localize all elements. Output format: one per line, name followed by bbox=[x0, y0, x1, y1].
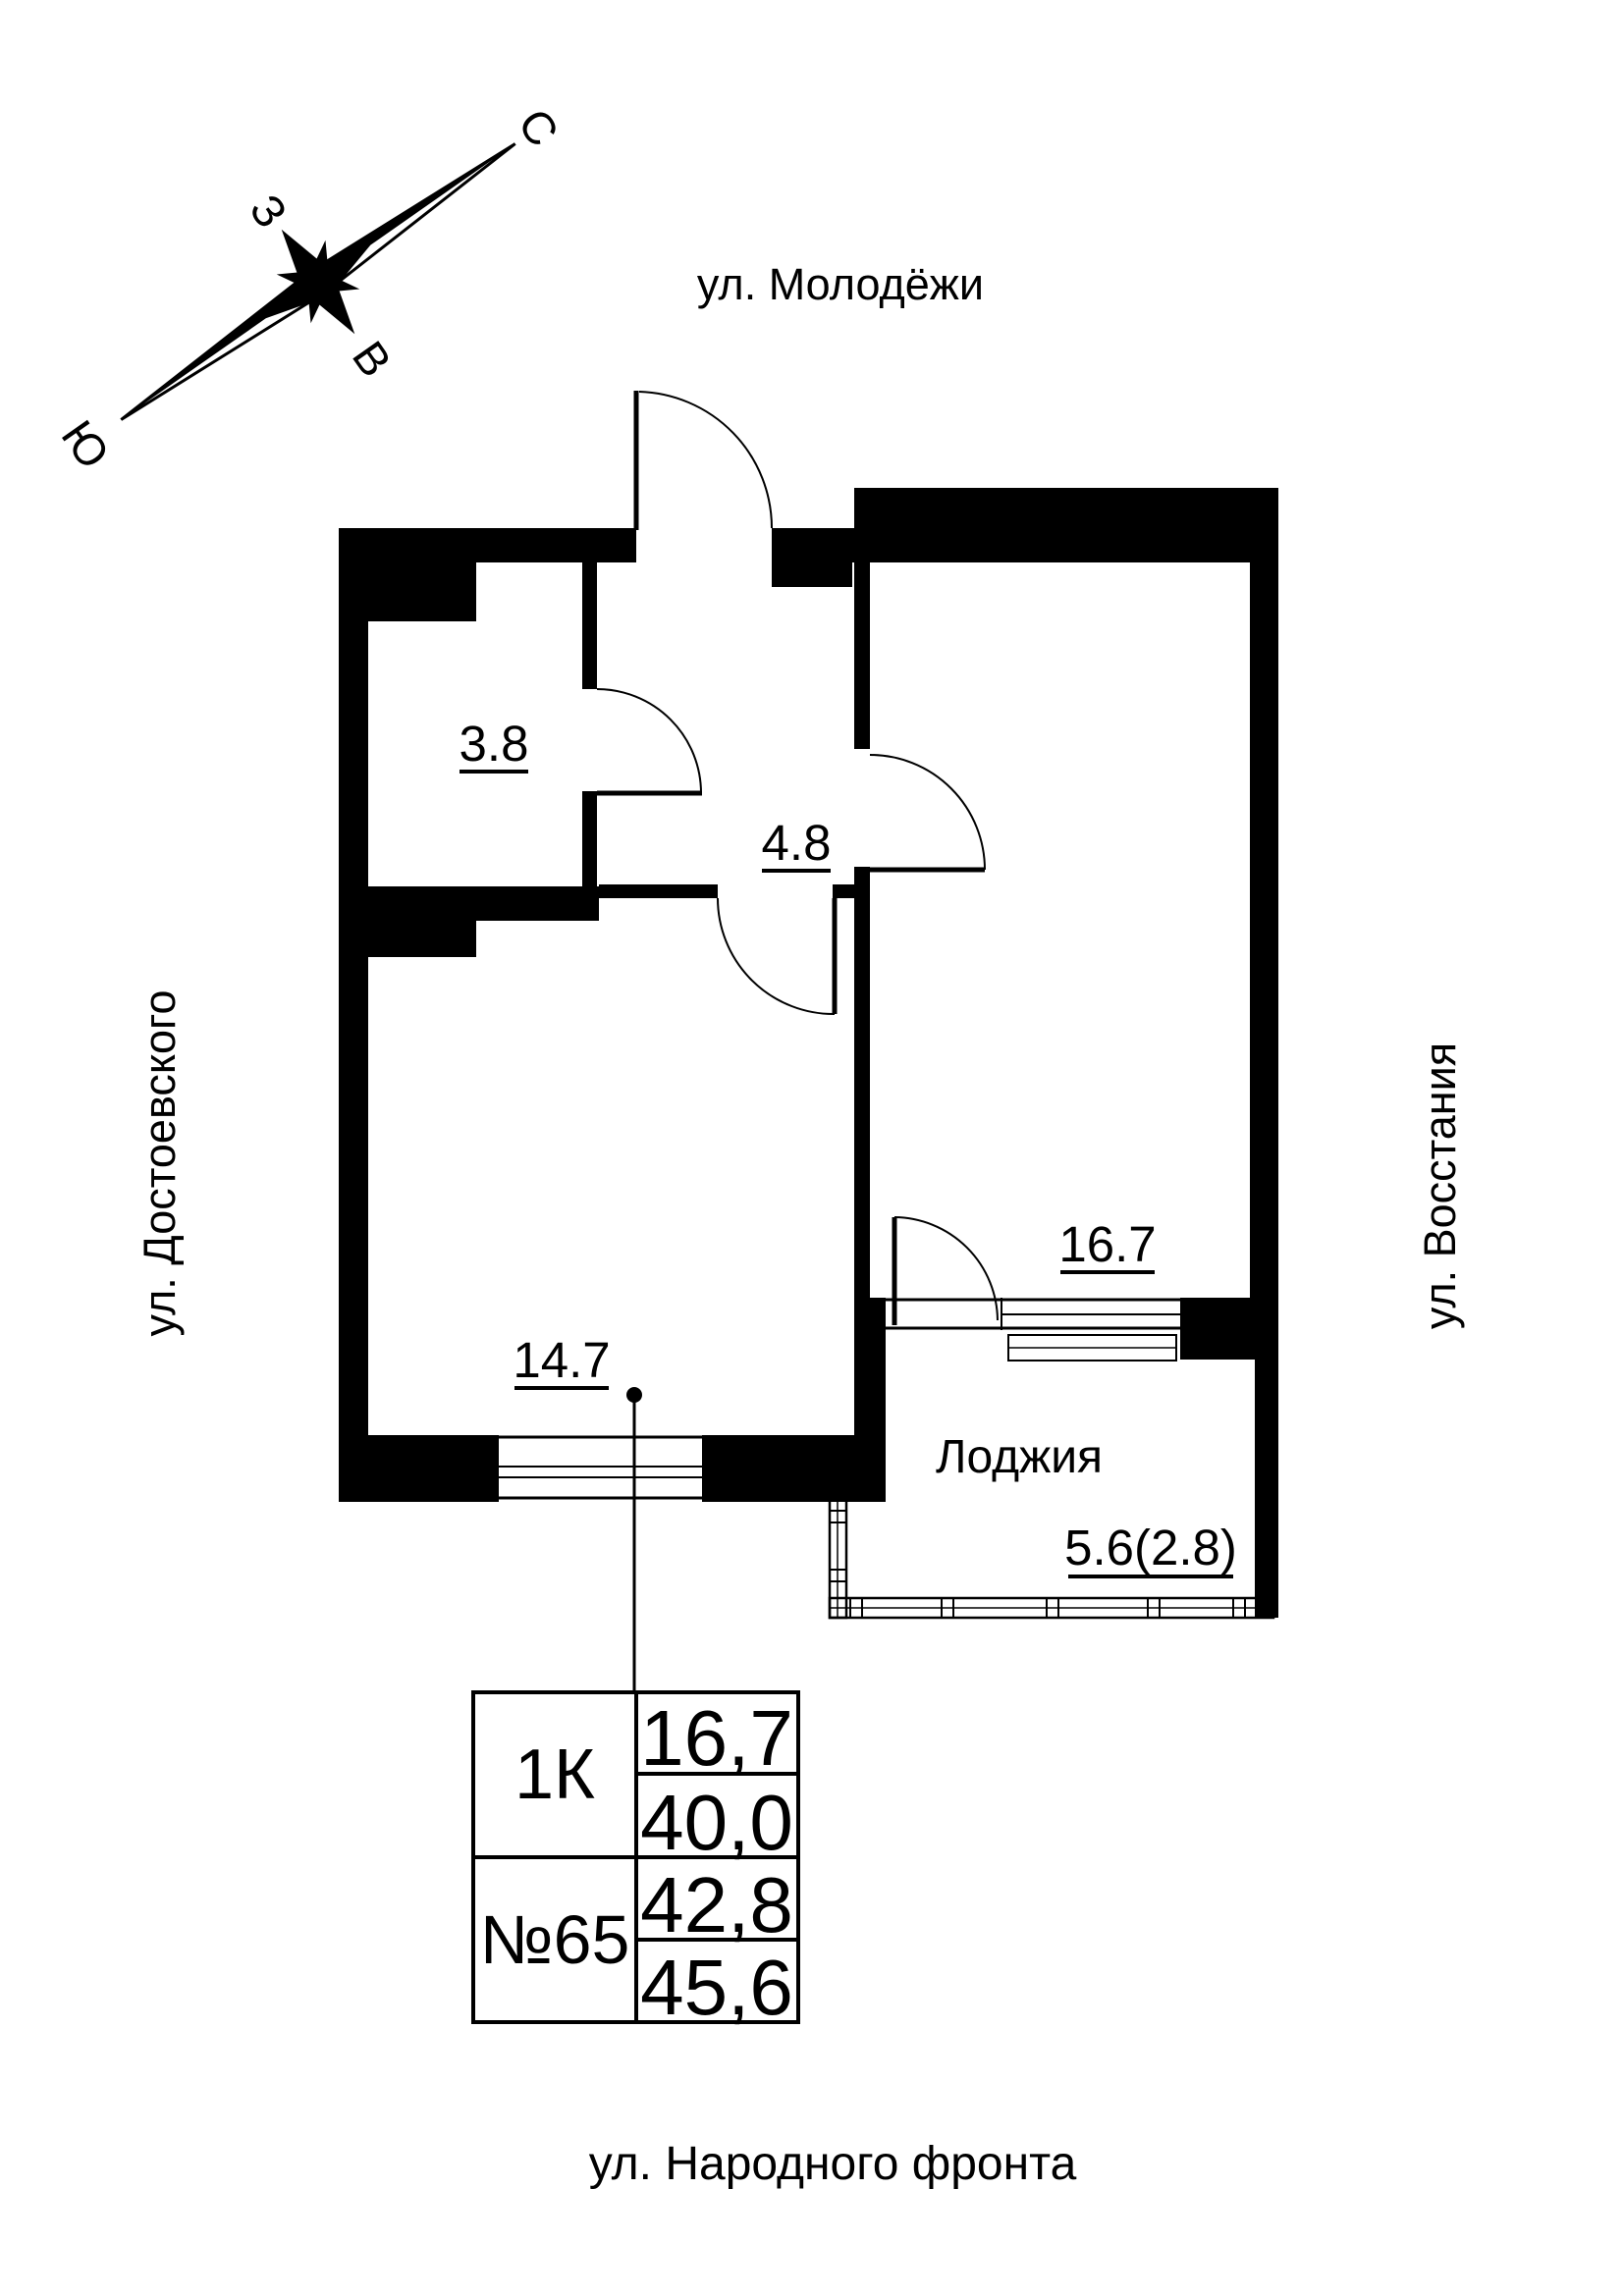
window-living bbox=[499, 1435, 702, 1500]
wall-hall-bottom bbox=[599, 884, 718, 898]
pier-loggia-left bbox=[854, 1298, 886, 1502]
loggia-glazing-bottom bbox=[828, 1596, 1275, 1620]
leader-line bbox=[626, 1387, 642, 1692]
area-row2-cell: 40,0 bbox=[640, 1779, 793, 1866]
wall-bottom-left-corner bbox=[339, 1435, 499, 1502]
bathroom-area-label: 3.8 bbox=[460, 716, 529, 772]
room-labels: 3.8 4.8 14.7 16.7 Лоджия 5.6(2.8) bbox=[460, 716, 1237, 1578]
window-bedroom bbox=[884, 1298, 1180, 1362]
wall-bathroom-bottom bbox=[368, 886, 599, 921]
living-area-label: 14.7 bbox=[513, 1332, 610, 1388]
compass-label-west: З bbox=[240, 186, 298, 238]
doors bbox=[596, 391, 999, 1325]
wall-vestibule-right bbox=[854, 562, 870, 749]
bedroom-area-label: 16.7 bbox=[1058, 1216, 1156, 1272]
compass-label-east: В bbox=[343, 332, 402, 386]
wall-bathroom-lower bbox=[582, 791, 597, 898]
flat-type-cell: 1К bbox=[514, 1735, 595, 1814]
wall-under-window-right bbox=[1180, 1298, 1278, 1360]
hall-area-label: 4.8 bbox=[762, 815, 832, 871]
wall-bathroom-upper bbox=[582, 562, 597, 689]
balcony-door bbox=[892, 1216, 999, 1325]
windows bbox=[499, 1298, 1275, 1620]
walls bbox=[339, 488, 1278, 1618]
wall-top-right bbox=[854, 488, 1278, 562]
street-label-bottom: ул. Народного фронта bbox=[589, 2138, 1077, 2190]
area-row4-cell: 45,6 bbox=[640, 1944, 793, 2031]
pier-top-left bbox=[339, 528, 476, 621]
info-table: 1К №65 16,7 40,0 42,8 45,6 bbox=[471, 1690, 800, 2031]
street-label-right: ул. Восстания bbox=[1415, 1042, 1465, 1329]
living-room-door bbox=[717, 897, 838, 1016]
entry-door bbox=[633, 391, 773, 530]
wall-loggia-right bbox=[1255, 1360, 1278, 1618]
compass-label-north: С bbox=[509, 99, 569, 155]
street-label-top: ул. Молодёжи bbox=[697, 259, 984, 309]
compass-rose: С Ю З В bbox=[52, 99, 569, 478]
area-row3-cell: 42,8 bbox=[640, 1861, 793, 1949]
flat-number-cell: №65 bbox=[480, 1901, 630, 1978]
bathroom-door bbox=[596, 688, 702, 796]
living-area-cell: 16,7 bbox=[640, 1694, 793, 1782]
wall-mid-vertical bbox=[854, 867, 870, 1435]
loggia-glazing-left bbox=[828, 1497, 848, 1620]
compass-star-diagonal bbox=[276, 240, 360, 324]
compass-label-south: Ю bbox=[52, 411, 120, 478]
wall-left bbox=[339, 528, 368, 1502]
wall-right bbox=[1250, 488, 1278, 1360]
loggia-name-label: Лоджия bbox=[936, 1431, 1103, 1483]
wall-hall-bottom-stub bbox=[833, 884, 854, 898]
street-label-left: ул. Достоевского bbox=[135, 989, 185, 1336]
pier-vestibule bbox=[772, 562, 852, 587]
loggia-area-label: 5.6(2.8) bbox=[1064, 1520, 1237, 1575]
bedroom-door bbox=[869, 754, 986, 873]
